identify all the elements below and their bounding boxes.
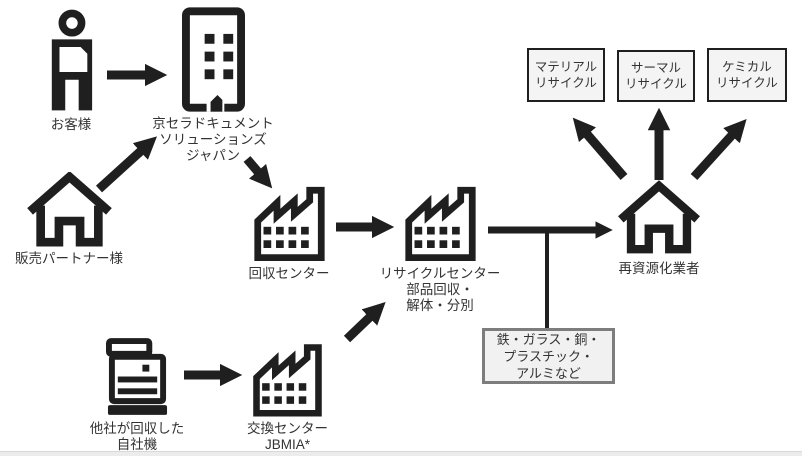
recycle-center-label: リサイクルセンター 部品回収・ 解体・分別: [379, 266, 501, 313]
node-sales-partner: 販売パートナー様: [12, 172, 126, 267]
materials-box: 鉄・ガラス・銅・ プラスチック・ アルミなど: [482, 328, 615, 384]
node-customer: お客様: [23, 8, 119, 133]
node-exchange-center: 交換センター JBMIA*: [238, 340, 337, 453]
sales-partner-label: 販売パートナー様: [15, 251, 123, 266]
node-kyocera: 京セラドキュメント ソリューションズ ジャパン: [152, 7, 274, 164]
materials-box-label: 鉄・ガラス・銅・ プラスチック・ アルミなど: [496, 331, 601, 381]
building-icon: [181, 7, 245, 112]
collection-center-label: 回収センター: [248, 266, 330, 281]
thermal-recycle-box: サーマル リサイクル: [617, 50, 695, 102]
person-icon: [51, 9, 93, 111]
chemical-recycle-label: ケミカル リサイクル: [716, 60, 778, 90]
factory-icon: [253, 344, 322, 417]
house-icon: [618, 180, 700, 254]
node-re-resource-vendor: 再資源化業者: [598, 178, 720, 277]
copier-icon: [105, 338, 167, 415]
re-resource-vendor-label: 再資源化業者: [618, 261, 700, 276]
chemical-recycle-box: ケミカル リサイクル: [707, 48, 787, 102]
kyocera-label: 京セラドキュメント ソリューションズ ジャパン: [152, 116, 274, 163]
house-icon: [26, 172, 112, 247]
factory-icon: [404, 186, 476, 261]
customer-label: お客様: [50, 117, 92, 132]
arrow-vendor-to-material-recycle: [572, 117, 628, 180]
material-recycle-label: マテリアル リサイクル: [534, 60, 598, 90]
thermal-recycle-label: サーマル リサイクル: [625, 61, 687, 91]
arrow-exchange-to-recycle: [343, 301, 386, 343]
node-collection-center: 回収センター: [237, 182, 341, 282]
node-recycle-center: リサイクルセンター 部品回収・ 解体・分別: [378, 182, 502, 314]
factory-icon: [253, 186, 325, 261]
material-recycle-box: マテリアル リサイクル: [527, 48, 605, 102]
other-collected-machines-label: 他社が回収した 自社機: [89, 421, 185, 452]
exchange-center-label: 交換センター JBMIA*: [247, 421, 328, 452]
bottom-edge-strip: [0, 451, 802, 456]
node-other-collected-machines: 他社が回収した 自社機: [89, 338, 185, 453]
arrow-vendor-to-chemical-recycle: [690, 119, 747, 181]
